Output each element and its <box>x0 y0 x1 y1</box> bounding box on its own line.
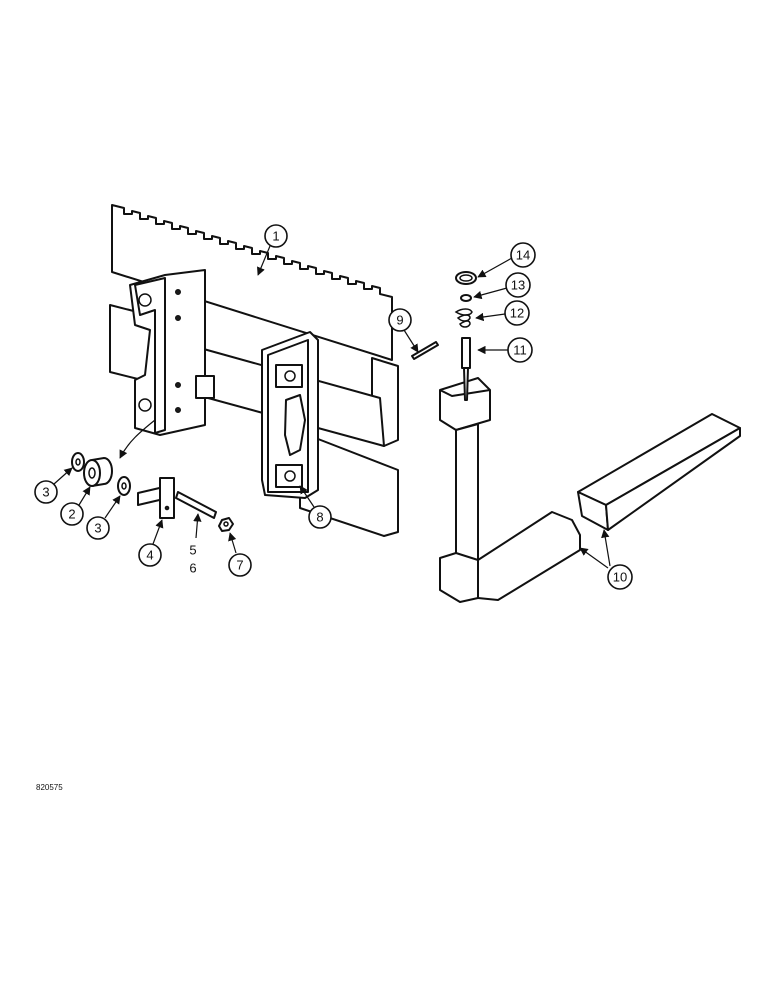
svg-text:8: 8 <box>316 510 323 525</box>
svg-text:14: 14 <box>516 248 530 263</box>
roller <box>83 457 113 487</box>
callout-7: 7 <box>228 532 252 577</box>
callout-9: 9 <box>388 308 419 353</box>
callout-6-label: 6 <box>189 561 196 576</box>
svg-text:1: 1 <box>272 229 279 244</box>
svg-text:12: 12 <box>510 306 524 321</box>
callout-4: 4 <box>138 519 164 567</box>
svg-text:2: 2 <box>68 507 75 522</box>
callout-5-label: 5 <box>189 543 196 558</box>
svg-text:3: 3 <box>94 521 101 536</box>
svg-text:11: 11 <box>513 343 527 358</box>
fork-carriage <box>109 204 399 537</box>
lynch-pin <box>411 341 439 360</box>
callout-11: 11 <box>477 337 533 363</box>
callout-14: 14 <box>477 242 536 278</box>
callout-5-6: 5 6 <box>189 513 202 576</box>
figure-id: 820575 <box>36 783 63 792</box>
washer-left <box>71 452 85 472</box>
bolt <box>175 491 217 519</box>
callout-1: 1 <box>257 224 288 276</box>
washer-right <box>117 476 131 496</box>
callout-12: 12 <box>475 300 530 326</box>
callout-3a: 3 <box>34 467 73 504</box>
callout-8: 8 <box>299 485 332 529</box>
callout-3b: 3 <box>86 495 121 540</box>
svg-text:13: 13 <box>511 278 525 293</box>
svg-text:7: 7 <box>236 558 243 573</box>
callout-2: 2 <box>60 486 91 526</box>
callout-13: 13 <box>473 272 531 300</box>
svg-text:9: 9 <box>396 313 403 328</box>
fork <box>439 271 741 603</box>
svg-text:10: 10 <box>613 570 627 585</box>
svg-text:4: 4 <box>146 548 153 563</box>
pin-shaft <box>137 477 175 519</box>
svg-text:3: 3 <box>42 485 49 500</box>
callout-10: 10 <box>579 529 633 590</box>
nut <box>218 517 234 532</box>
